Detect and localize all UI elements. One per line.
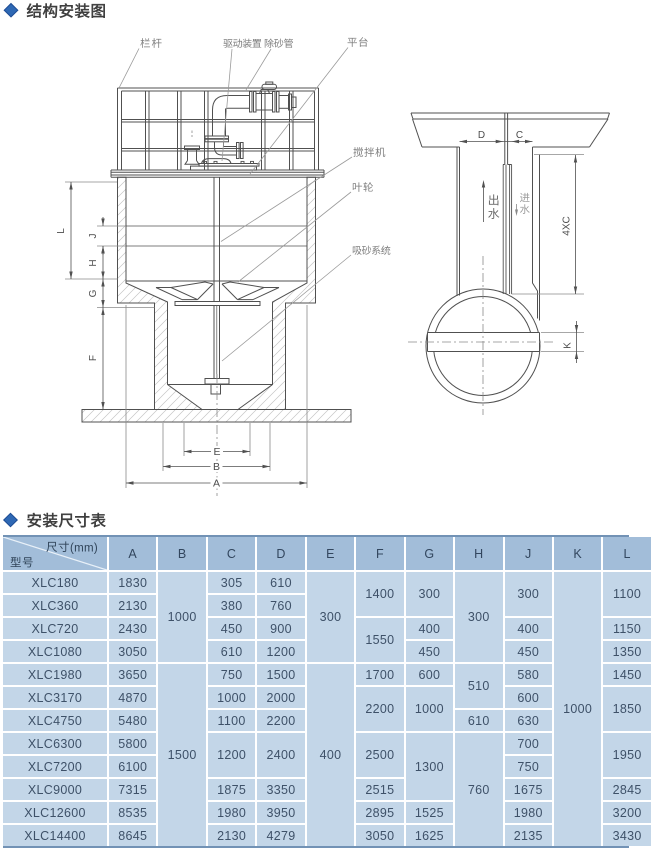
svg-text:A: A — [213, 478, 220, 490]
svg-text:D: D — [478, 130, 485, 141]
svg-text:J: J — [88, 234, 99, 239]
svg-text:C: C — [516, 130, 523, 141]
svg-text:K: K — [563, 342, 574, 349]
svg-text:G: G — [88, 289, 99, 297]
svg-text:E: E — [213, 446, 220, 458]
svg-text:4XC: 4XC — [562, 216, 573, 235]
svg-text:L: L — [56, 228, 67, 234]
svg-text:H: H — [88, 259, 99, 266]
svg-text:F: F — [88, 355, 99, 361]
svg-text:B: B — [213, 461, 220, 473]
svg-text:(mm): (mm) — [70, 543, 98, 555]
